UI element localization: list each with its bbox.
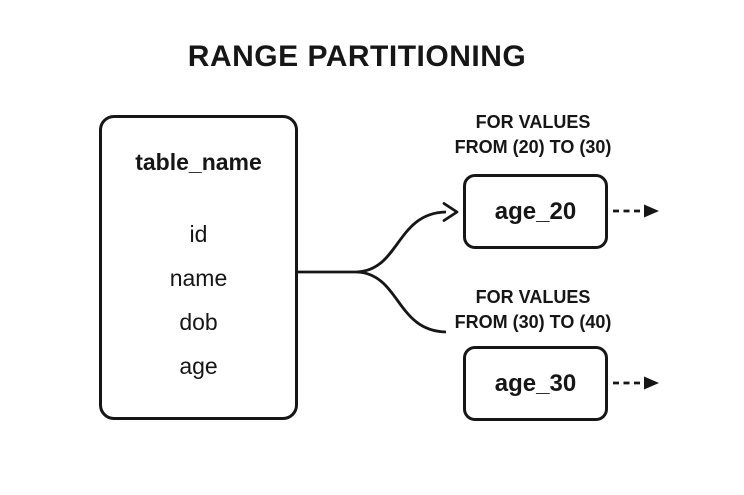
- branch-curve-upper: [356, 210, 447, 274]
- partition-2-condition-line2: FROM (30) TO (40): [454, 312, 612, 332]
- table-field-name: name: [169, 265, 228, 291]
- partition-node-age-20: age_20: [463, 174, 608, 249]
- table-field-list: id name dob age: [102, 212, 295, 388]
- dashed-arrowhead-icon-top: [644, 204, 659, 218]
- partition-1-condition-label: FOR VALUES FROM (20) TO (30): [433, 110, 633, 160]
- arrowhead-icon: [442, 202, 459, 222]
- partition-2-condition-label: FOR VALUES FROM (30) TO (40): [433, 285, 633, 335]
- table-field-id: id: [189, 221, 208, 247]
- partition-1-name: age_20: [494, 197, 577, 225]
- table-field-age: age: [179, 353, 218, 379]
- partition-node-age-30: age_30: [463, 346, 608, 421]
- partition-1-condition-line2: FROM (20) TO (30): [454, 137, 612, 157]
- table-field-dob: dob: [179, 309, 218, 335]
- partition-2-condition-line1: FOR VALUES: [475, 287, 591, 307]
- partition-1-condition-line1: FOR VALUES: [475, 112, 591, 132]
- page-title: RANGE PARTITIONING: [187, 40, 527, 73]
- table-node: table_name id name dob age: [99, 115, 298, 420]
- partition-2-name: age_30: [494, 369, 577, 397]
- dashed-arrowhead-icon-bottom: [644, 376, 659, 390]
- table-name-label: table_name: [135, 149, 262, 175]
